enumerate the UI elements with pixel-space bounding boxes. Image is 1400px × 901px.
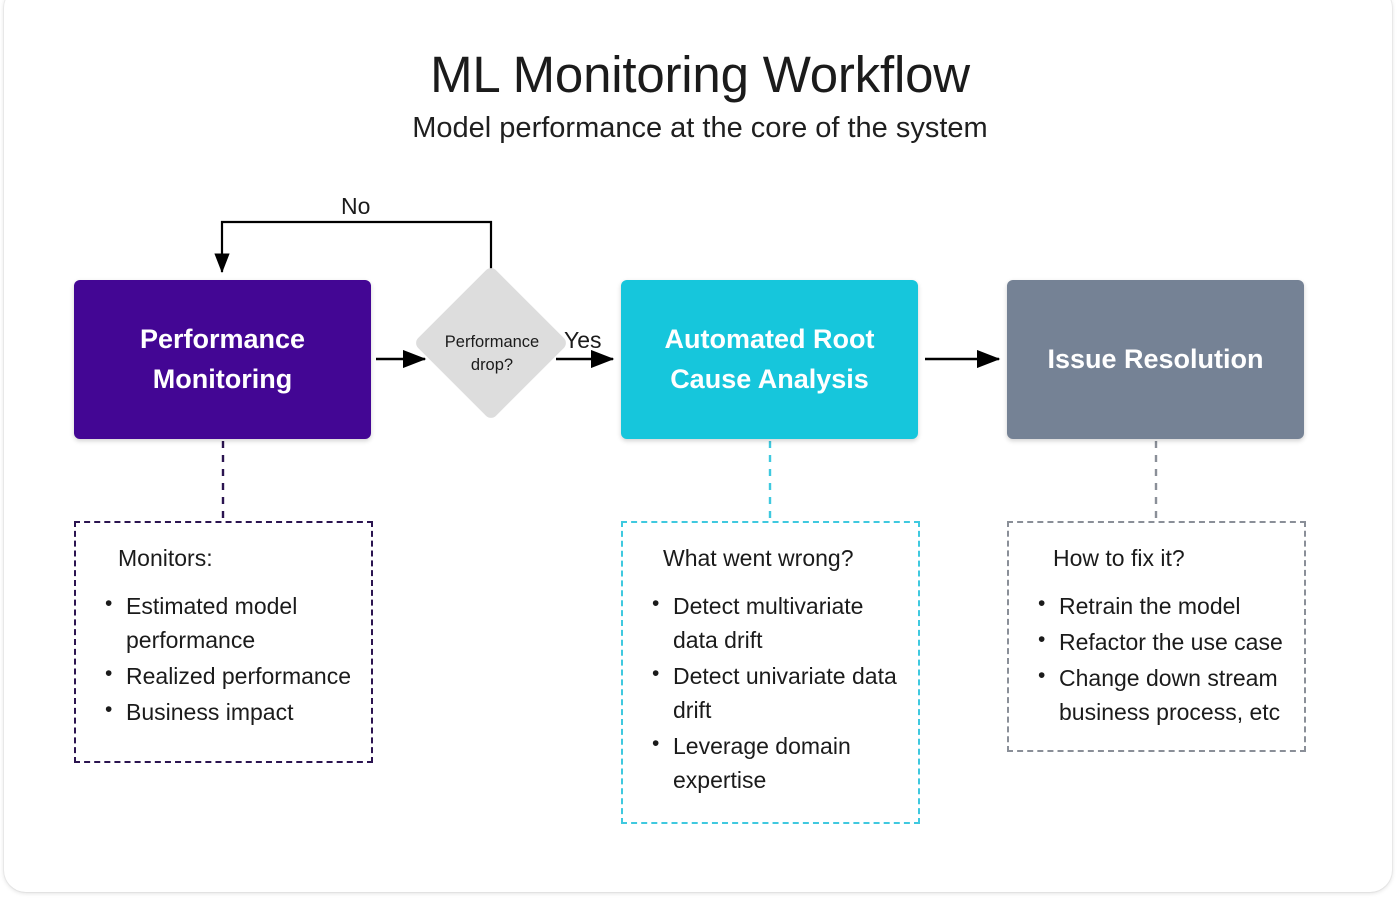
list-item: Leverage domain expertise: [645, 728, 898, 797]
list-item: Refactor the use case: [1031, 624, 1284, 659]
list-item: Business impact: [98, 694, 351, 729]
detail-box-what-went-wrong: What went wrong? Detect multivariate dat…: [621, 521, 920, 824]
node-performance-monitoring-label: Performance Monitoring: [139, 324, 306, 394]
node-automated-root-cause-analysis[interactable]: Automated Root Cause Analysis: [621, 280, 918, 439]
list-item: Estimated model performance: [98, 588, 351, 657]
list-item: Detect univariate data drift: [645, 658, 898, 727]
node-performance-monitoring[interactable]: Performance Monitoring: [74, 280, 371, 439]
node-issue-resolution-label: Issue Resolution: [1047, 343, 1264, 374]
detail-how-to-fix-heading: How to fix it?: [1053, 545, 1185, 571]
detail-what-went-wrong-list: Detect multivariate data drift Detect un…: [645, 588, 898, 797]
list-item: Realized performance: [98, 658, 351, 693]
detail-box-monitors: Monitors: Estimated model performance Re…: [74, 521, 373, 763]
edge-label-yes: Yes: [564, 327, 602, 353]
detail-monitors-heading: Monitors:: [118, 545, 213, 571]
list-item: Retrain the model: [1031, 588, 1284, 623]
edge-label-no: No: [341, 193, 371, 219]
page-title: ML Monitoring Workflow: [430, 46, 970, 103]
detail-box-how-to-fix: How to fix it? Retrain the model Refacto…: [1007, 521, 1306, 752]
node-decision-label: Performance drop?: [444, 333, 540, 374]
detail-how-to-fix-list: Retrain the model Refactor the use case …: [1031, 588, 1284, 729]
node-issue-resolution[interactable]: Issue Resolution: [1007, 280, 1304, 439]
list-item: Change down stream business process, etc: [1031, 660, 1284, 729]
page-subtitle: Model performance at the core of the sys…: [412, 112, 988, 144]
node-root-cause-label: Automated Root Cause Analysis: [664, 324, 875, 394]
detail-monitors-list: Estimated model performance Realized per…: [98, 588, 351, 729]
list-item: Detect multivariate data drift: [645, 588, 898, 657]
detail-what-went-wrong-heading: What went wrong?: [663, 545, 854, 571]
